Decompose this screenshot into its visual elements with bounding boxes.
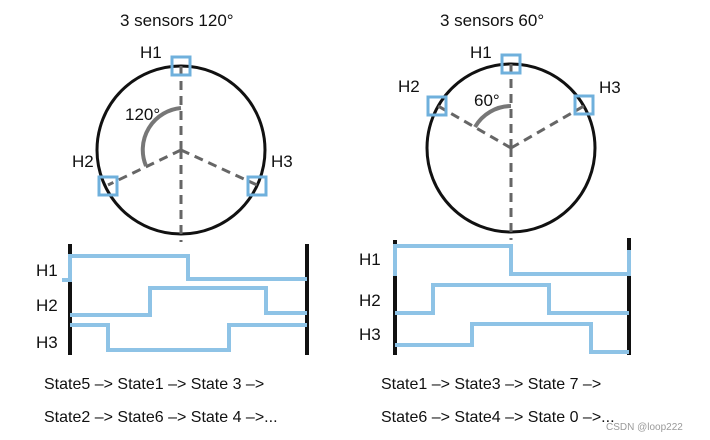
left-dash-h3 xyxy=(180,148,258,187)
left-signal-h3 xyxy=(70,323,307,352)
right-panel: 3 sensors 60° 60° H1 H2 H3 H1 H2 H3 Stat… xyxy=(359,11,631,426)
right-state-line-1: State1 –> State3 –> State 7 –> xyxy=(381,376,601,393)
left-sensor-h1-label: H1 xyxy=(140,43,162,62)
right-signal-h3 xyxy=(395,322,629,354)
left-sensor-h2-label: H2 xyxy=(72,152,94,171)
left-signal-h1 xyxy=(62,254,307,282)
left-signal-h2 xyxy=(70,286,307,317)
watermark: CSDN @loop222 xyxy=(606,422,683,433)
right-title: 3 sensors 60° xyxy=(440,11,544,30)
right-sensor-h1-box xyxy=(500,53,522,75)
left-dash-h2 xyxy=(107,148,182,187)
right-signal-label-h1: H1 xyxy=(359,250,381,269)
left-sensor-h3-box xyxy=(246,175,268,197)
left-sensor-h2-box xyxy=(97,175,119,197)
right-angle-arc xyxy=(473,104,512,129)
right-sensor-h3-box xyxy=(573,94,595,116)
right-dash-h3 xyxy=(510,104,585,150)
right-signal-label-h2: H2 xyxy=(359,291,381,310)
right-dash-h2 xyxy=(437,104,512,150)
right-sensor-h1-label: H1 xyxy=(470,43,492,62)
right-signal-h1 xyxy=(393,244,631,276)
left-state-line-1: State5 –> State1 –> State 3 –> xyxy=(44,376,264,393)
left-angle-label: 120° xyxy=(125,105,160,124)
right-sensor-h2-label: H2 xyxy=(398,77,420,96)
left-title: 3 sensors 120° xyxy=(120,11,234,30)
left-panel: 3 sensors 120° 120° H1 H2 H3 H1 H2 H3 St… xyxy=(36,11,309,426)
left-signal-label-h3: H3 xyxy=(36,333,58,352)
right-sensor-h3-label: H3 xyxy=(599,78,621,97)
left-signal-label-h2: H2 xyxy=(36,296,58,315)
right-angle-label: 60° xyxy=(474,91,500,110)
right-signal-label-h3: H3 xyxy=(359,325,381,344)
left-sensor-h1-box xyxy=(170,55,192,77)
left-signal-label-h1: H1 xyxy=(36,261,58,280)
left-angle-arc xyxy=(140,106,182,167)
left-sensor-h3-label: H3 xyxy=(271,152,293,171)
right-signal-h2 xyxy=(395,283,629,315)
right-sensor-h2-box xyxy=(426,95,448,117)
left-state-line-2: State2 –> State6 –> State 4 –>... xyxy=(44,409,278,426)
right-state-line-2: State6 –> State4 –> State 0 –>... xyxy=(381,409,615,426)
